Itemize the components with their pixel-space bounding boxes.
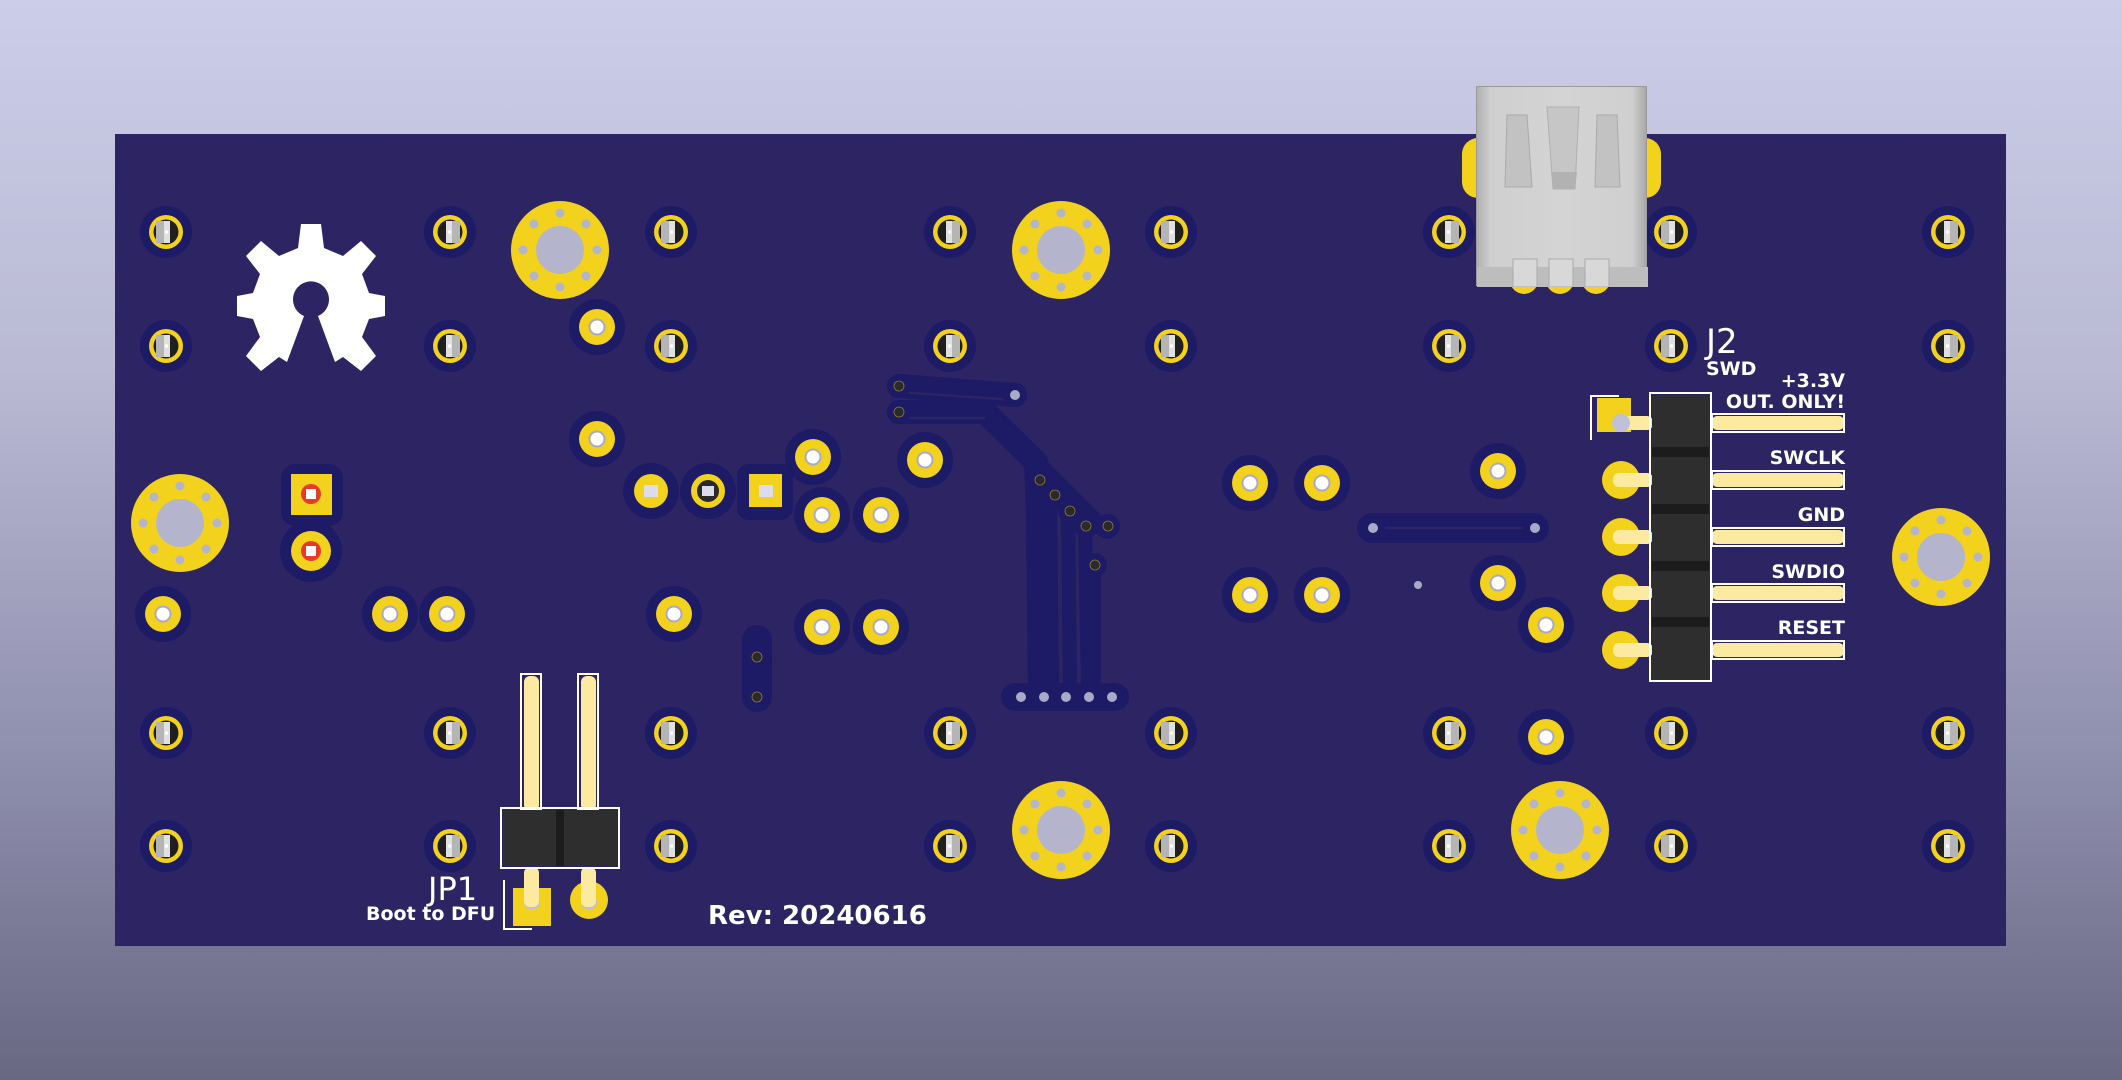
j2-pin5-label: RESET: [1777, 617, 1845, 639]
j2-pin3-label: GND: [1797, 504, 1845, 526]
revision-label: Rev: 20240616: [708, 901, 927, 931]
jp1-header: [500, 673, 620, 930]
jp1-ref-label: JP1: [428, 870, 478, 908]
three-pad-row: [623, 463, 793, 520]
j2-pin4-label: SWDIO: [1771, 561, 1845, 583]
j2-header: [1590, 392, 1845, 682]
led-pads: [280, 464, 343, 582]
j2-swd-label: SWD: [1706, 358, 1757, 380]
usb-connector: [1476, 86, 1648, 288]
j2-pin2-label: SWCLK: [1769, 447, 1845, 469]
open-source-hardware-logo: [237, 224, 385, 371]
j2-ref-label: J2: [1706, 322, 1738, 362]
jp1-boot-label: Boot to DFU: [366, 903, 496, 925]
j2-pin1-label-line2: OUT. ONLY!: [1725, 391, 1845, 413]
j2-pin1-label-line1: +3.3V: [1780, 370, 1845, 392]
